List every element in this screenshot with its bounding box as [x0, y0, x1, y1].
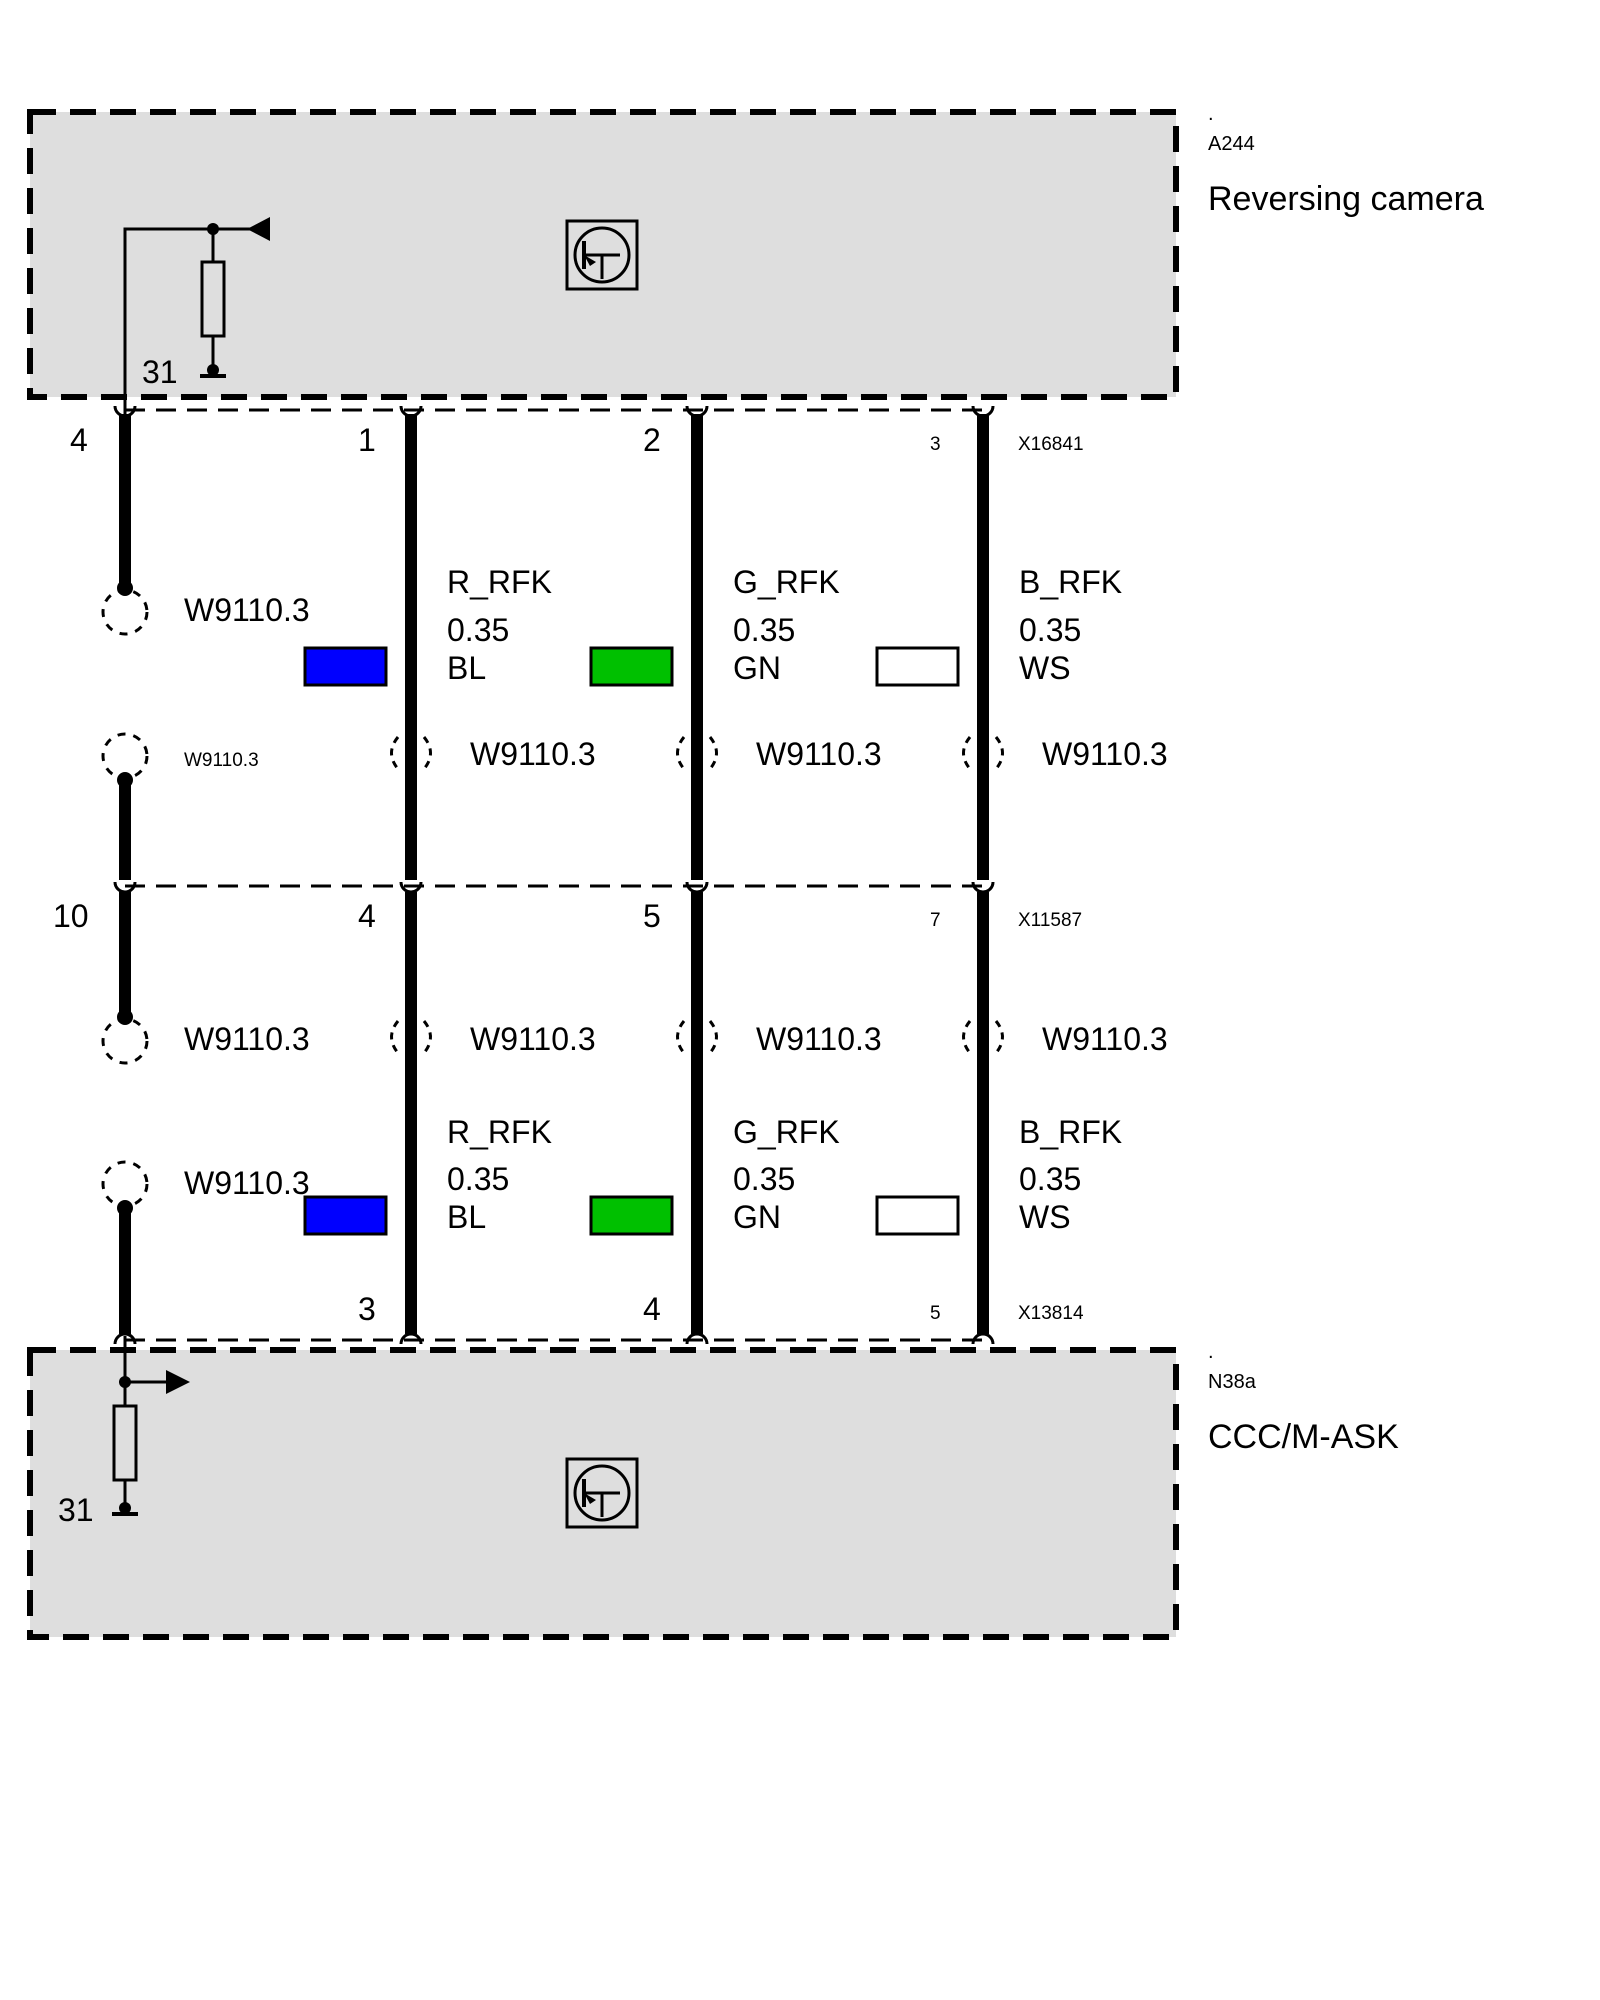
harness-label: W9110.3: [184, 1021, 310, 1057]
pin-label: 5: [643, 898, 661, 934]
wire-color-swatch-blue: [303, 646, 388, 687]
connector-id: X13814: [1018, 1303, 1084, 1324]
wire-color-code: BL: [447, 650, 486, 686]
arrow-icon: [166, 1370, 190, 1394]
wire-info-lower: W9110.3 W9110.3 W9110.3 W9110.3 R_RFK 0.…: [184, 1021, 1168, 1236]
pin-label: 4: [358, 898, 376, 934]
wire-size: 0.35: [1019, 612, 1081, 648]
component-id-bottom: N38a: [1208, 1371, 1257, 1393]
harness-label: W9110.3: [184, 592, 310, 628]
ground-resistor-circuit-top: [123, 217, 270, 414]
harness-label: W9110.3: [756, 736, 882, 772]
connector-x11587: 10 4 5 7 X11587: [53, 898, 1082, 934]
component-name-bottom: CCC/M-ASK: [1208, 1418, 1399, 1456]
wire-color-swatch-white: [875, 646, 960, 687]
ground-label-bottom: 31: [58, 1492, 94, 1528]
wire-size: 0.35: [733, 1161, 795, 1197]
pin-label: 5: [930, 1303, 941, 1324]
harness-label: W9110.3: [470, 736, 596, 772]
break-brackets-upper: [390, 736, 1004, 770]
component-id-top: A244: [1208, 133, 1255, 155]
harness-label: W9110.3: [756, 1021, 882, 1057]
pin-label: 1: [358, 422, 376, 458]
ground-label-top: 31: [142, 354, 178, 390]
pin-label: 2: [643, 422, 661, 458]
component-dot-top: .: [1208, 103, 1214, 125]
connector-id: X11587: [1018, 910, 1082, 931]
wire-signal: G_RFK: [733, 564, 840, 600]
wire-size: 0.35: [447, 612, 509, 648]
wire-color-swatch-white: [875, 1195, 960, 1236]
wire-signal: B_RFK: [1019, 564, 1122, 600]
harness-label: W9110.3: [1042, 1021, 1168, 1057]
harness-label: W9110.3: [184, 1165, 310, 1201]
wire-color-code: GN: [733, 650, 781, 686]
transistor-icon: [565, 1457, 639, 1529]
wire-size: 0.35: [447, 1161, 509, 1197]
wire-signal: R_RFK: [447, 564, 552, 600]
component-ccc-m-ask[interactable]: 31 . N38a CCC/M-ASK: [27, 1336, 1399, 1640]
connector-x16841: 4 1 2 3 X16841: [70, 422, 1084, 458]
break-brackets-lower: [390, 1020, 1004, 1054]
connector-x13814: 3 4 5 X13814: [358, 1291, 1084, 1327]
pin-label: 4: [70, 422, 88, 458]
ground-resistor-circuit-bottom: [112, 1336, 190, 1516]
pin-label: 4: [643, 1291, 661, 1327]
pin-label: 7: [930, 910, 941, 931]
component-name-top: Reversing camera: [1208, 180, 1484, 218]
harness-label: W9110.3: [470, 1021, 596, 1057]
wire-color-code: WS: [1019, 650, 1071, 686]
wire-signal: G_RFK: [733, 1114, 840, 1150]
wire-color-code: GN: [733, 1199, 781, 1235]
wire-color-swatch-blue: [303, 1195, 388, 1236]
transistor-icon: [565, 219, 639, 291]
component-dot-bottom: .: [1208, 1341, 1214, 1363]
wire-size: 0.35: [733, 612, 795, 648]
pin-label: 10: [53, 898, 89, 934]
wire-color-swatch-green: [589, 1195, 674, 1236]
component-reversing-camera[interactable]: 31 . A244 Reversing camera: [27, 103, 1484, 414]
wire-size: 0.35: [1019, 1161, 1081, 1197]
wire-signal: R_RFK: [447, 1114, 552, 1150]
pin-terminals: [113, 405, 995, 1345]
wire-signal: B_RFK: [1019, 1114, 1122, 1150]
harness-label-small: W9110.3: [184, 750, 259, 771]
wire-info-upper: W9110.3 W9110.3 R_RFK 0.35 BL G_RFK 0.35…: [184, 564, 1168, 772]
wire-color-code: WS: [1019, 1199, 1071, 1235]
wire-color-code: BL: [447, 1199, 486, 1235]
pin-label: 3: [358, 1291, 376, 1327]
harness-label: W9110.3: [1042, 736, 1168, 772]
shield-wire[interactable]: [101, 414, 149, 1334]
wire-color-swatch-green: [589, 646, 674, 687]
connector-id: X16841: [1018, 434, 1084, 455]
pin-label: 3: [930, 434, 941, 455]
